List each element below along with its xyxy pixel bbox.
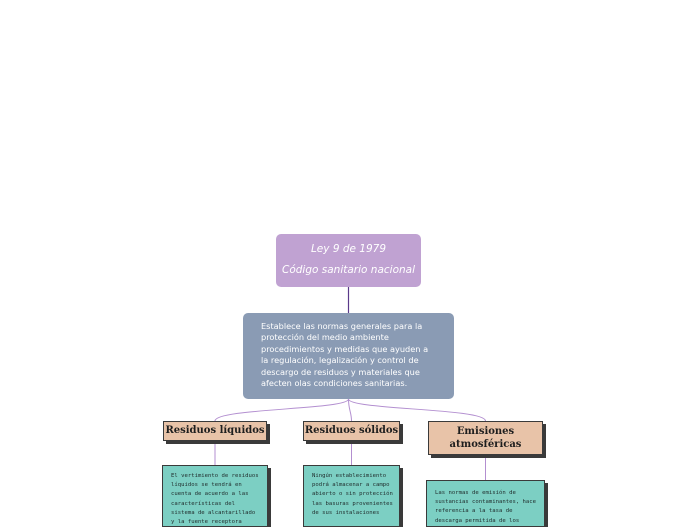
description-node[interactable]: Establece las normas generales para la p… [243,313,454,399]
topic-title-line2: atmosféricas [449,439,522,450]
connector-description-residuos-solidos [348,398,352,422]
detail-text: Ningún establecimiento podrá almacenar a… [312,473,393,516]
root-node[interactable]: Ley 9 de 1979 Código sanitario nacional [276,234,421,287]
detail-residuos-liquidos[interactable]: El vertimiento de residuos líquidos se t… [162,465,268,527]
topic-residuos-solidos[interactable]: Residuos sólidos [303,421,400,441]
topic-residuos-liquidos[interactable]: Residuos líquidos [163,421,267,441]
root-title-line2: Código sanitario nacional [282,264,415,276]
topic-title: Residuos sólidos [304,425,399,436]
connector-description-emisiones [348,398,486,422]
topic-title-line1: Emisiones [456,426,515,437]
detail-text: Las normas de emisión de sustancias cont… [435,490,537,524]
description-text: Establece las normas generales para la p… [261,321,429,389]
detail-residuos-solidos[interactable]: Ningún establecimiento podrá almacenar a… [303,465,400,527]
connector-description-residuos-liquidos [214,398,349,422]
detail-text: El vertimiento de residuos líquidos se t… [171,473,259,526]
topic-title: Residuos líquidos [165,425,265,436]
root-title-line1: Ley 9 de 1979 [310,243,387,255]
topic-emisiones-atmosfericas[interactable]: Emisiones atmosféricas [428,421,543,455]
